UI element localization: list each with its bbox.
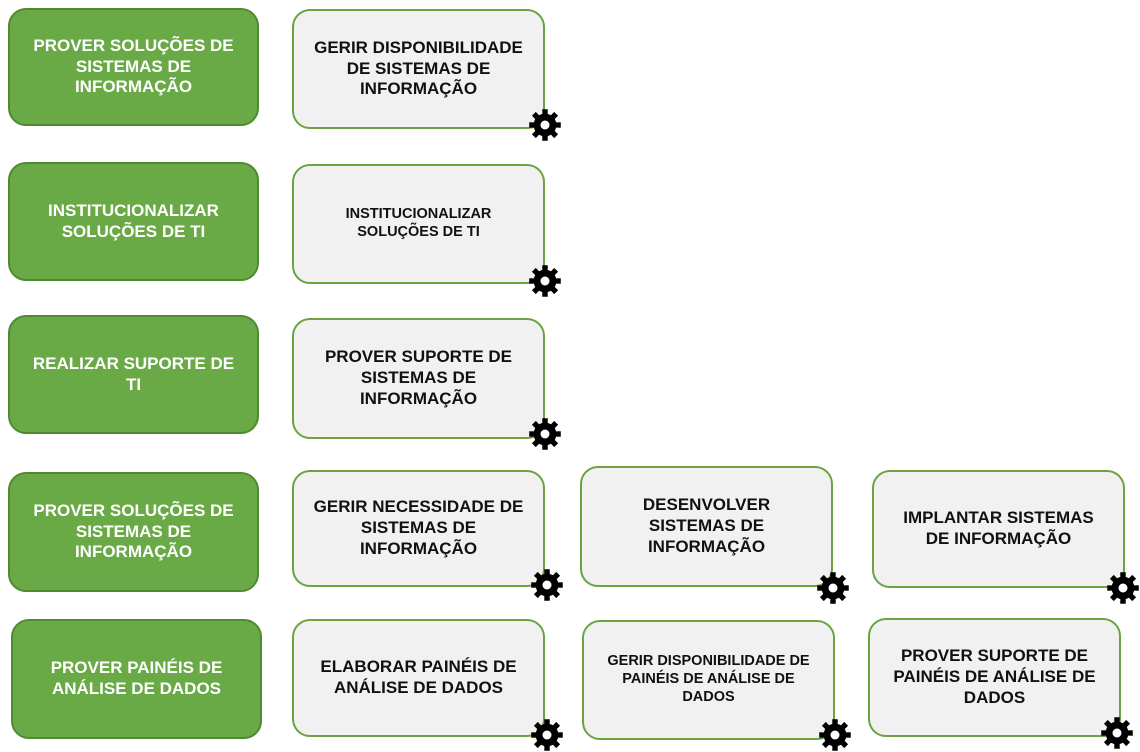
process-box-2-1: INSTITUCIONALIZAR SOLUÇÕES DE TI <box>292 164 545 284</box>
process-label: PROVER SUPORTE DE SISTEMAS DE INFORMAÇÃO <box>324 347 513 408</box>
process-label: GERIR DISPONIBILIDADE DE PAINÉIS DE ANÁL… <box>607 653 810 705</box>
category-label: PROVER PAINÉIS DE ANÁLISE DE DADOS <box>50 658 223 698</box>
process-box-4-3: IMPLANTAR SISTEMAS DE INFORMAÇÃO <box>872 470 1125 588</box>
category-box-1: PROVER SOLUÇÕES DE SISTEMAS DE INFORMAÇÃ… <box>8 8 259 126</box>
process-box-3-1: PROVER SUPORTE DE SISTEMAS DE INFORMAÇÃO <box>292 318 545 439</box>
gear-icon <box>818 718 852 752</box>
process-box-4-1: GERIR NECESSIDADE DE SISTEMAS DE INFORMA… <box>292 470 545 587</box>
process-box-1-1: GERIR DISPONIBILIDADE DE SISTEMAS DE INF… <box>292 9 545 129</box>
gear-icon <box>1100 716 1134 750</box>
category-box-5: PROVER PAINÉIS DE ANÁLISE DE DADOS <box>11 619 262 739</box>
process-label: IMPLANTAR SISTEMAS DE INFORMAÇÃO <box>903 508 1094 548</box>
gear-icon <box>528 108 562 142</box>
gear-icon <box>816 571 850 605</box>
gear-icon <box>530 718 564 752</box>
process-label: DESENVOLVER SISTEMAS DE INFORMAÇÃO <box>642 495 771 556</box>
process-label: INSTITUCIONALIZAR SOLUÇÕES DE TI <box>345 206 492 240</box>
category-box-3: REALIZAR SUPORTE DE TI <box>8 315 259 434</box>
process-box-4-2: DESENVOLVER SISTEMAS DE INFORMAÇÃO <box>580 466 833 587</box>
process-label: GERIR DISPONIBILIDADE DE SISTEMAS DE INF… <box>314 37 523 99</box>
process-label: PROVER SUPORTE DE PAINÉIS DE ANÁLISE DE … <box>893 646 1096 707</box>
process-box-5-2: GERIR DISPONIBILIDADE DE PAINÉIS DE ANÁL… <box>582 620 835 740</box>
gear-icon <box>528 264 562 298</box>
process-box-5-1: ELABORAR PAINÉIS DE ANÁLISE DE DADOS <box>292 619 545 737</box>
gear-icon <box>530 568 564 602</box>
gear-icon <box>528 417 562 451</box>
category-label: REALIZAR SUPORTE DE TI <box>32 353 235 394</box>
category-box-4: PROVER SOLUÇÕES DE SISTEMAS DE INFORMAÇÃ… <box>8 472 259 592</box>
category-label: INSTITUCIONALIZAR SOLUÇÕES DE TI <box>48 200 219 241</box>
gear-icon <box>1106 571 1140 605</box>
category-label: PROVER SOLUÇÕES DE SISTEMAS DE INFORMAÇÃ… <box>33 500 234 562</box>
process-box-5-3: PROVER SUPORTE DE PAINÉIS DE ANÁLISE DE … <box>868 618 1121 737</box>
category-box-2: INSTITUCIONALIZAR SOLUÇÕES DE TI <box>8 162 259 281</box>
process-label: ELABORAR PAINÉIS DE ANÁLISE DE DADOS <box>320 657 517 697</box>
category-label: PROVER SOLUÇÕES DE SISTEMAS DE INFORMAÇÃ… <box>33 35 234 97</box>
process-label: GERIR NECESSIDADE DE SISTEMAS DE INFORMA… <box>313 497 524 558</box>
